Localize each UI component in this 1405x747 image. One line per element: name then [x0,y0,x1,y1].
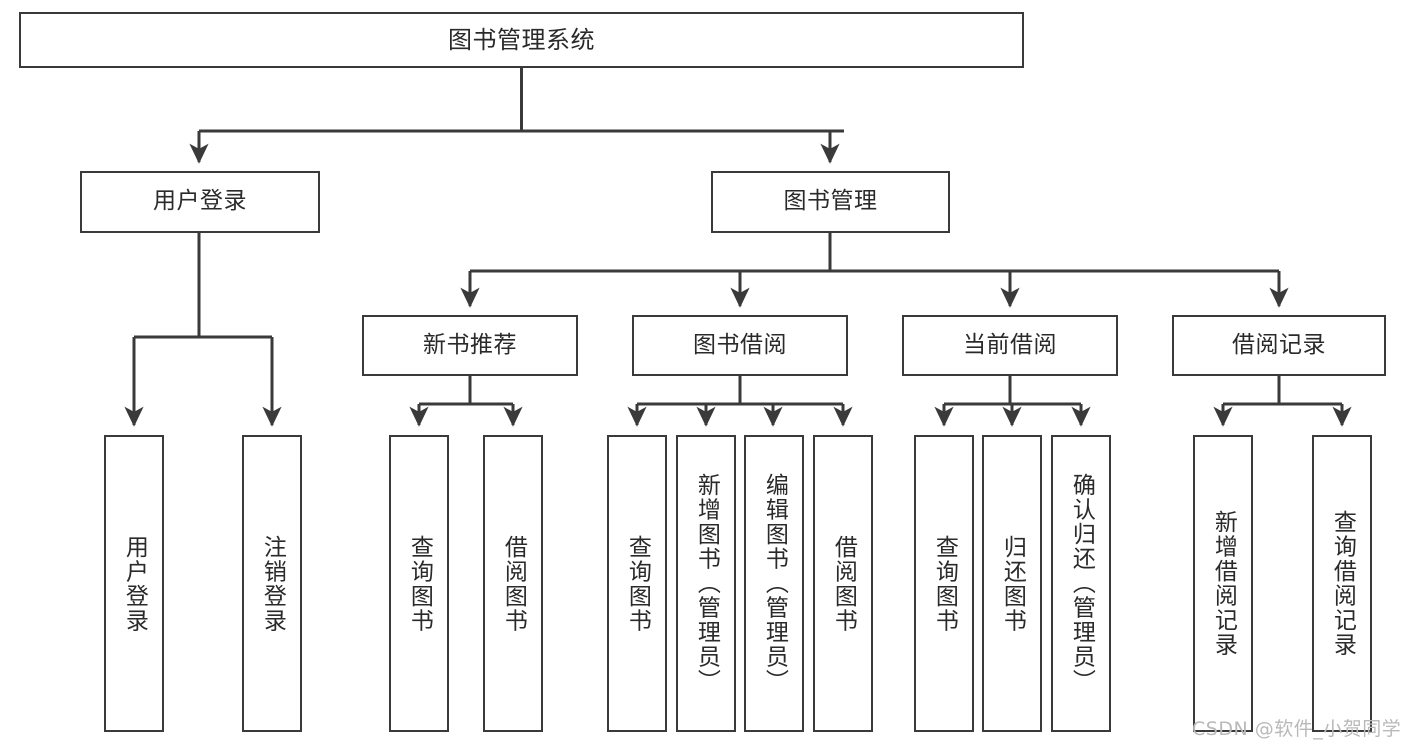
node-leaf-return-book[interactable]: 归还图书 [982,435,1042,732]
node-leaf-confirm-return-admin[interactable]: 确认归还（管理员） [1051,435,1111,732]
node-label: 注销登录 [259,534,286,633]
node-label: 用户登录 [121,534,148,633]
node-label: 查询图书 [931,534,958,633]
node-current-borrow[interactable]: 当前借阅 [902,315,1118,376]
node-leaf-borrow-book[interactable]: 借阅图书 [813,435,873,732]
node-leaf-query-book-current[interactable]: 查询图书 [914,435,974,732]
node-label: 确认归还（管理员） [1068,473,1095,694]
node-label: 借阅图书 [500,534,527,633]
node-book-borrow[interactable]: 图书借阅 [632,315,848,376]
node-label: 借阅记录 [1232,331,1326,358]
node-label: 图书管理系统 [448,25,595,54]
node-leaf-query-book-recommend[interactable]: 查询图书 [389,435,449,732]
node-leaf-user-login[interactable]: 用户登录 [104,435,164,732]
node-leaf-borrow-book-recommend[interactable]: 借阅图书 [483,435,543,732]
node-label: 新书推荐 [423,331,517,358]
watermark-text: CSDN @软件_小贺同学 [1192,718,1402,740]
node-new-book-recommend[interactable]: 新书推荐 [362,315,578,376]
node-leaf-add-book-admin[interactable]: 新增图书（管理员） [676,435,736,732]
node-leaf-edit-book-admin[interactable]: 编辑图书（管理员） [744,435,804,732]
node-leaf-query-book-borrow[interactable]: 查询图书 [607,435,667,732]
node-label: 图书管理 [783,188,878,215]
node-book-management[interactable]: 图书管理 [711,171,950,233]
node-root-system[interactable]: 图书管理系统 [19,12,1024,68]
node-label: 新增借阅记录 [1210,510,1237,657]
node-label: 当前借阅 [963,331,1057,358]
node-label: 用户登录 [153,188,247,215]
node-label: 查询借阅记录 [1329,510,1356,657]
node-label: 新增图书（管理员） [693,473,720,694]
node-leaf-query-borrow-record[interactable]: 查询借阅记录 [1312,435,1372,732]
node-label: 借阅图书 [830,534,857,633]
node-leaf-user-logout[interactable]: 注销登录 [242,435,302,732]
node-borrow-record[interactable]: 借阅记录 [1172,315,1386,376]
node-label: 归还图书 [999,534,1026,633]
node-leaf-add-borrow-record[interactable]: 新增借阅记录 [1193,435,1253,732]
node-label: 查询图书 [406,534,433,633]
node-user-login[interactable]: 用户登录 [80,171,320,233]
node-label: 图书借阅 [693,331,787,358]
node-label: 查询图书 [624,534,651,633]
node-label: 编辑图书（管理员） [761,473,788,694]
